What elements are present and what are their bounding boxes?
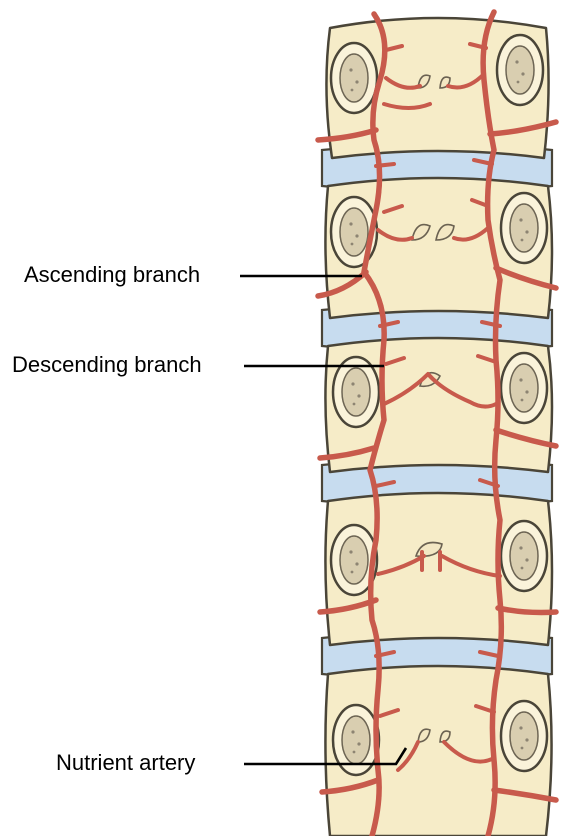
pedicle-right-4 [501, 521, 547, 591]
label-ascending-branch: Ascending branch [24, 264, 200, 286]
label-descending-branch: Descending branch [12, 354, 202, 376]
pedicle-right-3 [501, 353, 547, 423]
label-nutrient-artery: Nutrient artery [56, 752, 195, 774]
pedicle-right-2 [501, 193, 547, 263]
pedicle-right-1 [497, 35, 543, 105]
pedicle-right-5 [501, 701, 547, 771]
pedicle-left-3 [333, 357, 379, 427]
pedicle-left-1 [331, 43, 377, 113]
